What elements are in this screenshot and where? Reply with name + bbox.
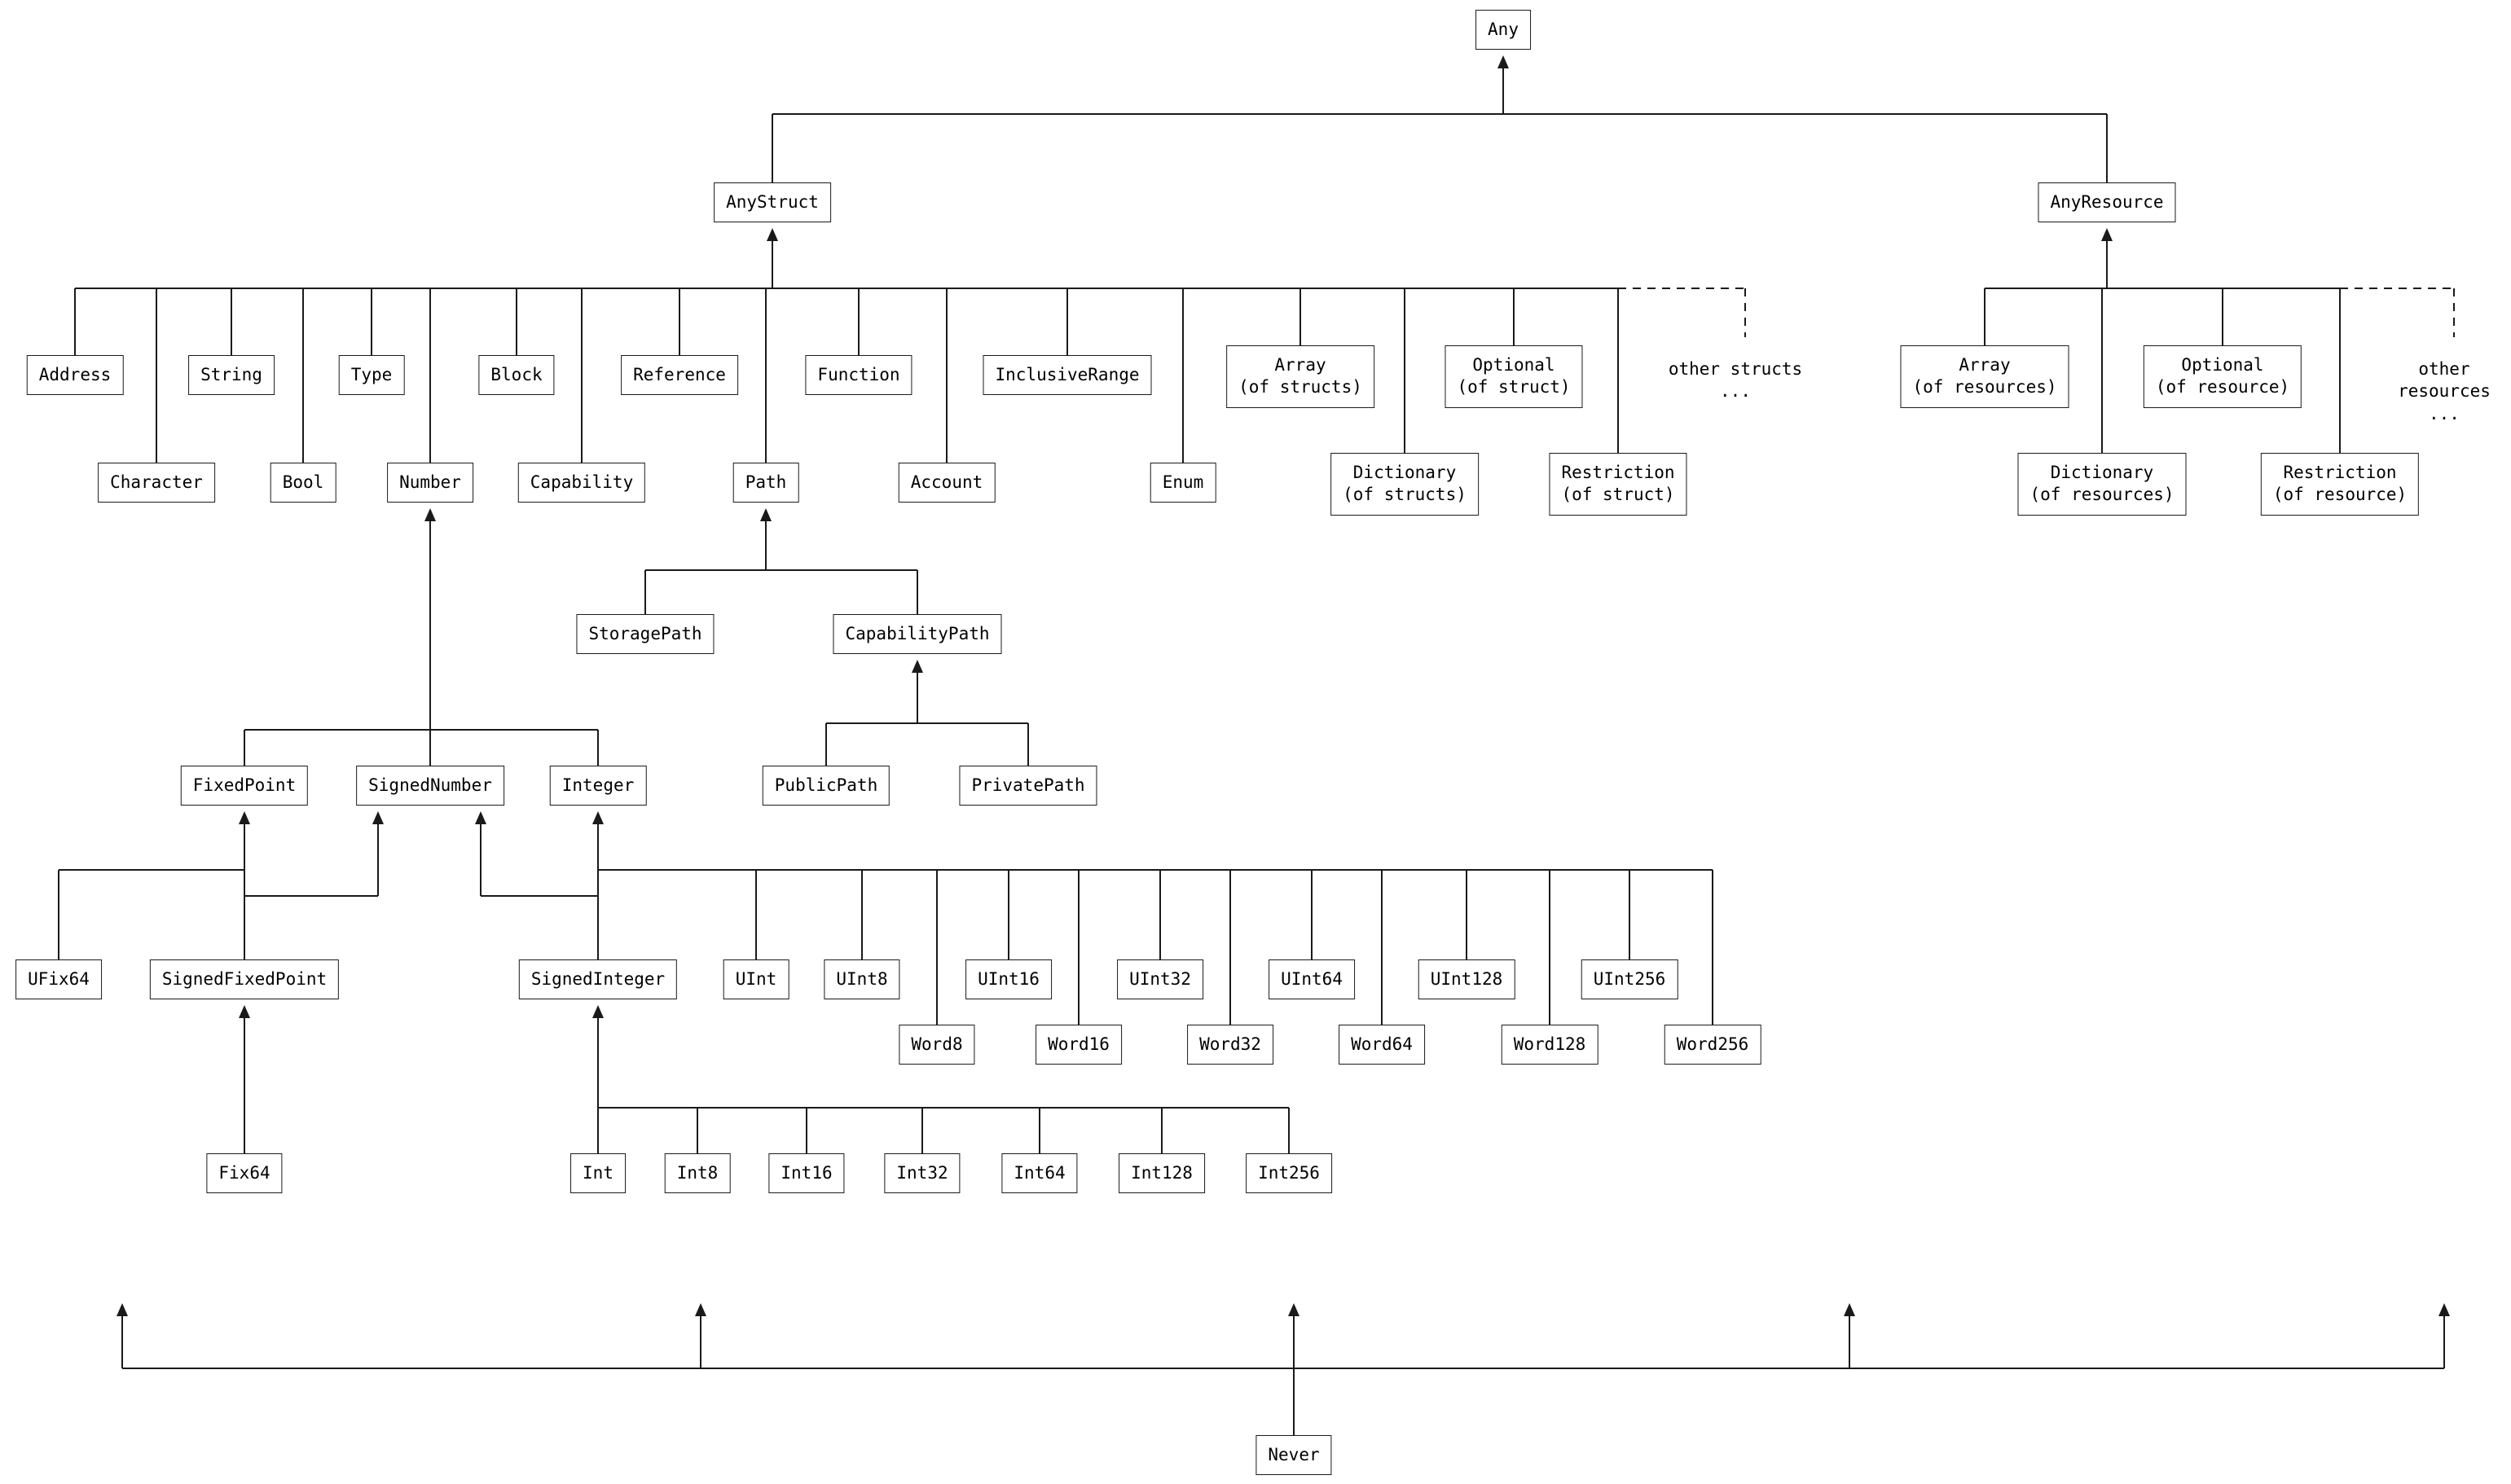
- node-restriction-of-struct: Restriction (of struct): [1549, 453, 1687, 516]
- node-inclusiverange: InclusiveRange: [983, 355, 1152, 396]
- node-enum: Enum: [1150, 463, 1216, 503]
- node-reference: Reference: [621, 355, 738, 396]
- node-uint16: UInt16: [965, 959, 1052, 1000]
- node-path: Path: [732, 463, 799, 503]
- node-block: Block: [478, 355, 555, 396]
- node-word32: Word32: [1187, 1025, 1273, 1065]
- node-word256: Word256: [1664, 1025, 1761, 1065]
- node-dictionary-of-resources: Dictionary (of resources): [2017, 453, 2187, 516]
- connector-fixedpoint-signednumber: [58, 824, 598, 1153]
- node-int128: Int128: [1119, 1153, 1205, 1194]
- node-word8: Word8: [899, 1025, 975, 1065]
- connector-top-trunk: [772, 68, 2108, 288]
- node-anyresource: AnyResource: [2038, 182, 2176, 223]
- node-uint128: UInt128: [1418, 959, 1515, 1000]
- node-word16: Word16: [1036, 1025, 1122, 1065]
- node-int: Int: [570, 1153, 626, 1194]
- node-optional-of-resource: Optional (of resource): [2143, 345, 2302, 408]
- node-restriction-of-resource: Restriction (of resource): [2260, 453, 2420, 516]
- node-signedinteger: SignedInteger: [518, 959, 678, 1000]
- node-string: String: [188, 355, 275, 396]
- node-any: Any: [1475, 10, 1531, 50]
- node-dictionary-of-structs: Dictionary (of structs): [1330, 453, 1479, 516]
- connector-ellipsis-dashed: [1618, 288, 2455, 337]
- node-int32: Int32: [884, 1153, 961, 1194]
- node-fixedpoint: FixedPoint: [180, 766, 309, 806]
- node-privatepath: PrivatePath: [959, 766, 1097, 806]
- node-storagepath: StoragePath: [576, 614, 715, 655]
- node-uint256: UInt256: [1581, 959, 1678, 1000]
- node-anystruct: AnyStruct: [714, 182, 831, 223]
- node-array-of-resources: Array (of resources): [1900, 345, 2069, 408]
- node-address: Address: [26, 355, 124, 396]
- node-ufix64: UFix64: [15, 959, 102, 1000]
- label-other-structs: other structs ...: [1668, 359, 1803, 402]
- node-int256: Int256: [1246, 1153, 1332, 1194]
- node-fix64: Fix64: [206, 1153, 283, 1194]
- label-other-resources: other resources ...: [2398, 359, 2491, 424]
- node-uint64: UInt64: [1269, 959, 1355, 1000]
- node-publicpath: PublicPath: [762, 766, 891, 806]
- arrowhead-icons: [117, 55, 2450, 1316]
- connector-number-subtree: [244, 521, 599, 766]
- node-array-of-structs: Array (of structs): [1226, 345, 1374, 408]
- node-capabilitypath: CapabilityPath: [833, 614, 1002, 655]
- node-uint8: UInt8: [824, 959, 900, 1000]
- node-bool: Bool: [270, 463, 336, 503]
- node-number: Number: [387, 463, 473, 503]
- node-word128: Word128: [1501, 1025, 1599, 1065]
- node-integer: Integer: [549, 766, 647, 806]
- node-int16: Int16: [768, 1153, 845, 1194]
- connector-path-subtree: [644, 521, 1029, 766]
- node-uint32: UInt32: [1117, 959, 1203, 1000]
- connector-resource-children: [1984, 288, 2341, 453]
- node-int8: Int8: [664, 1153, 731, 1194]
- node-account: Account: [898, 463, 996, 503]
- node-signedfixedpoint: SignedFixedPoint: [149, 959, 340, 1000]
- connector-never: [121, 1316, 2445, 1435]
- node-word64: Word64: [1339, 1025, 1425, 1065]
- node-int64: Int64: [1001, 1153, 1078, 1194]
- node-optional-of-struct: Optional (of struct): [1445, 345, 1583, 408]
- connector-struct-children: [74, 288, 1619, 463]
- node-uint: UInt: [723, 959, 789, 1000]
- node-signednumber: SignedNumber: [356, 766, 504, 806]
- connector-integer-subtree: [597, 824, 1713, 1153]
- node-capability: Capability: [517, 463, 646, 503]
- node-type: Type: [338, 355, 405, 396]
- node-character: Character: [98, 463, 215, 503]
- node-never: Never: [1256, 1435, 1332, 1476]
- node-function: Function: [805, 355, 912, 396]
